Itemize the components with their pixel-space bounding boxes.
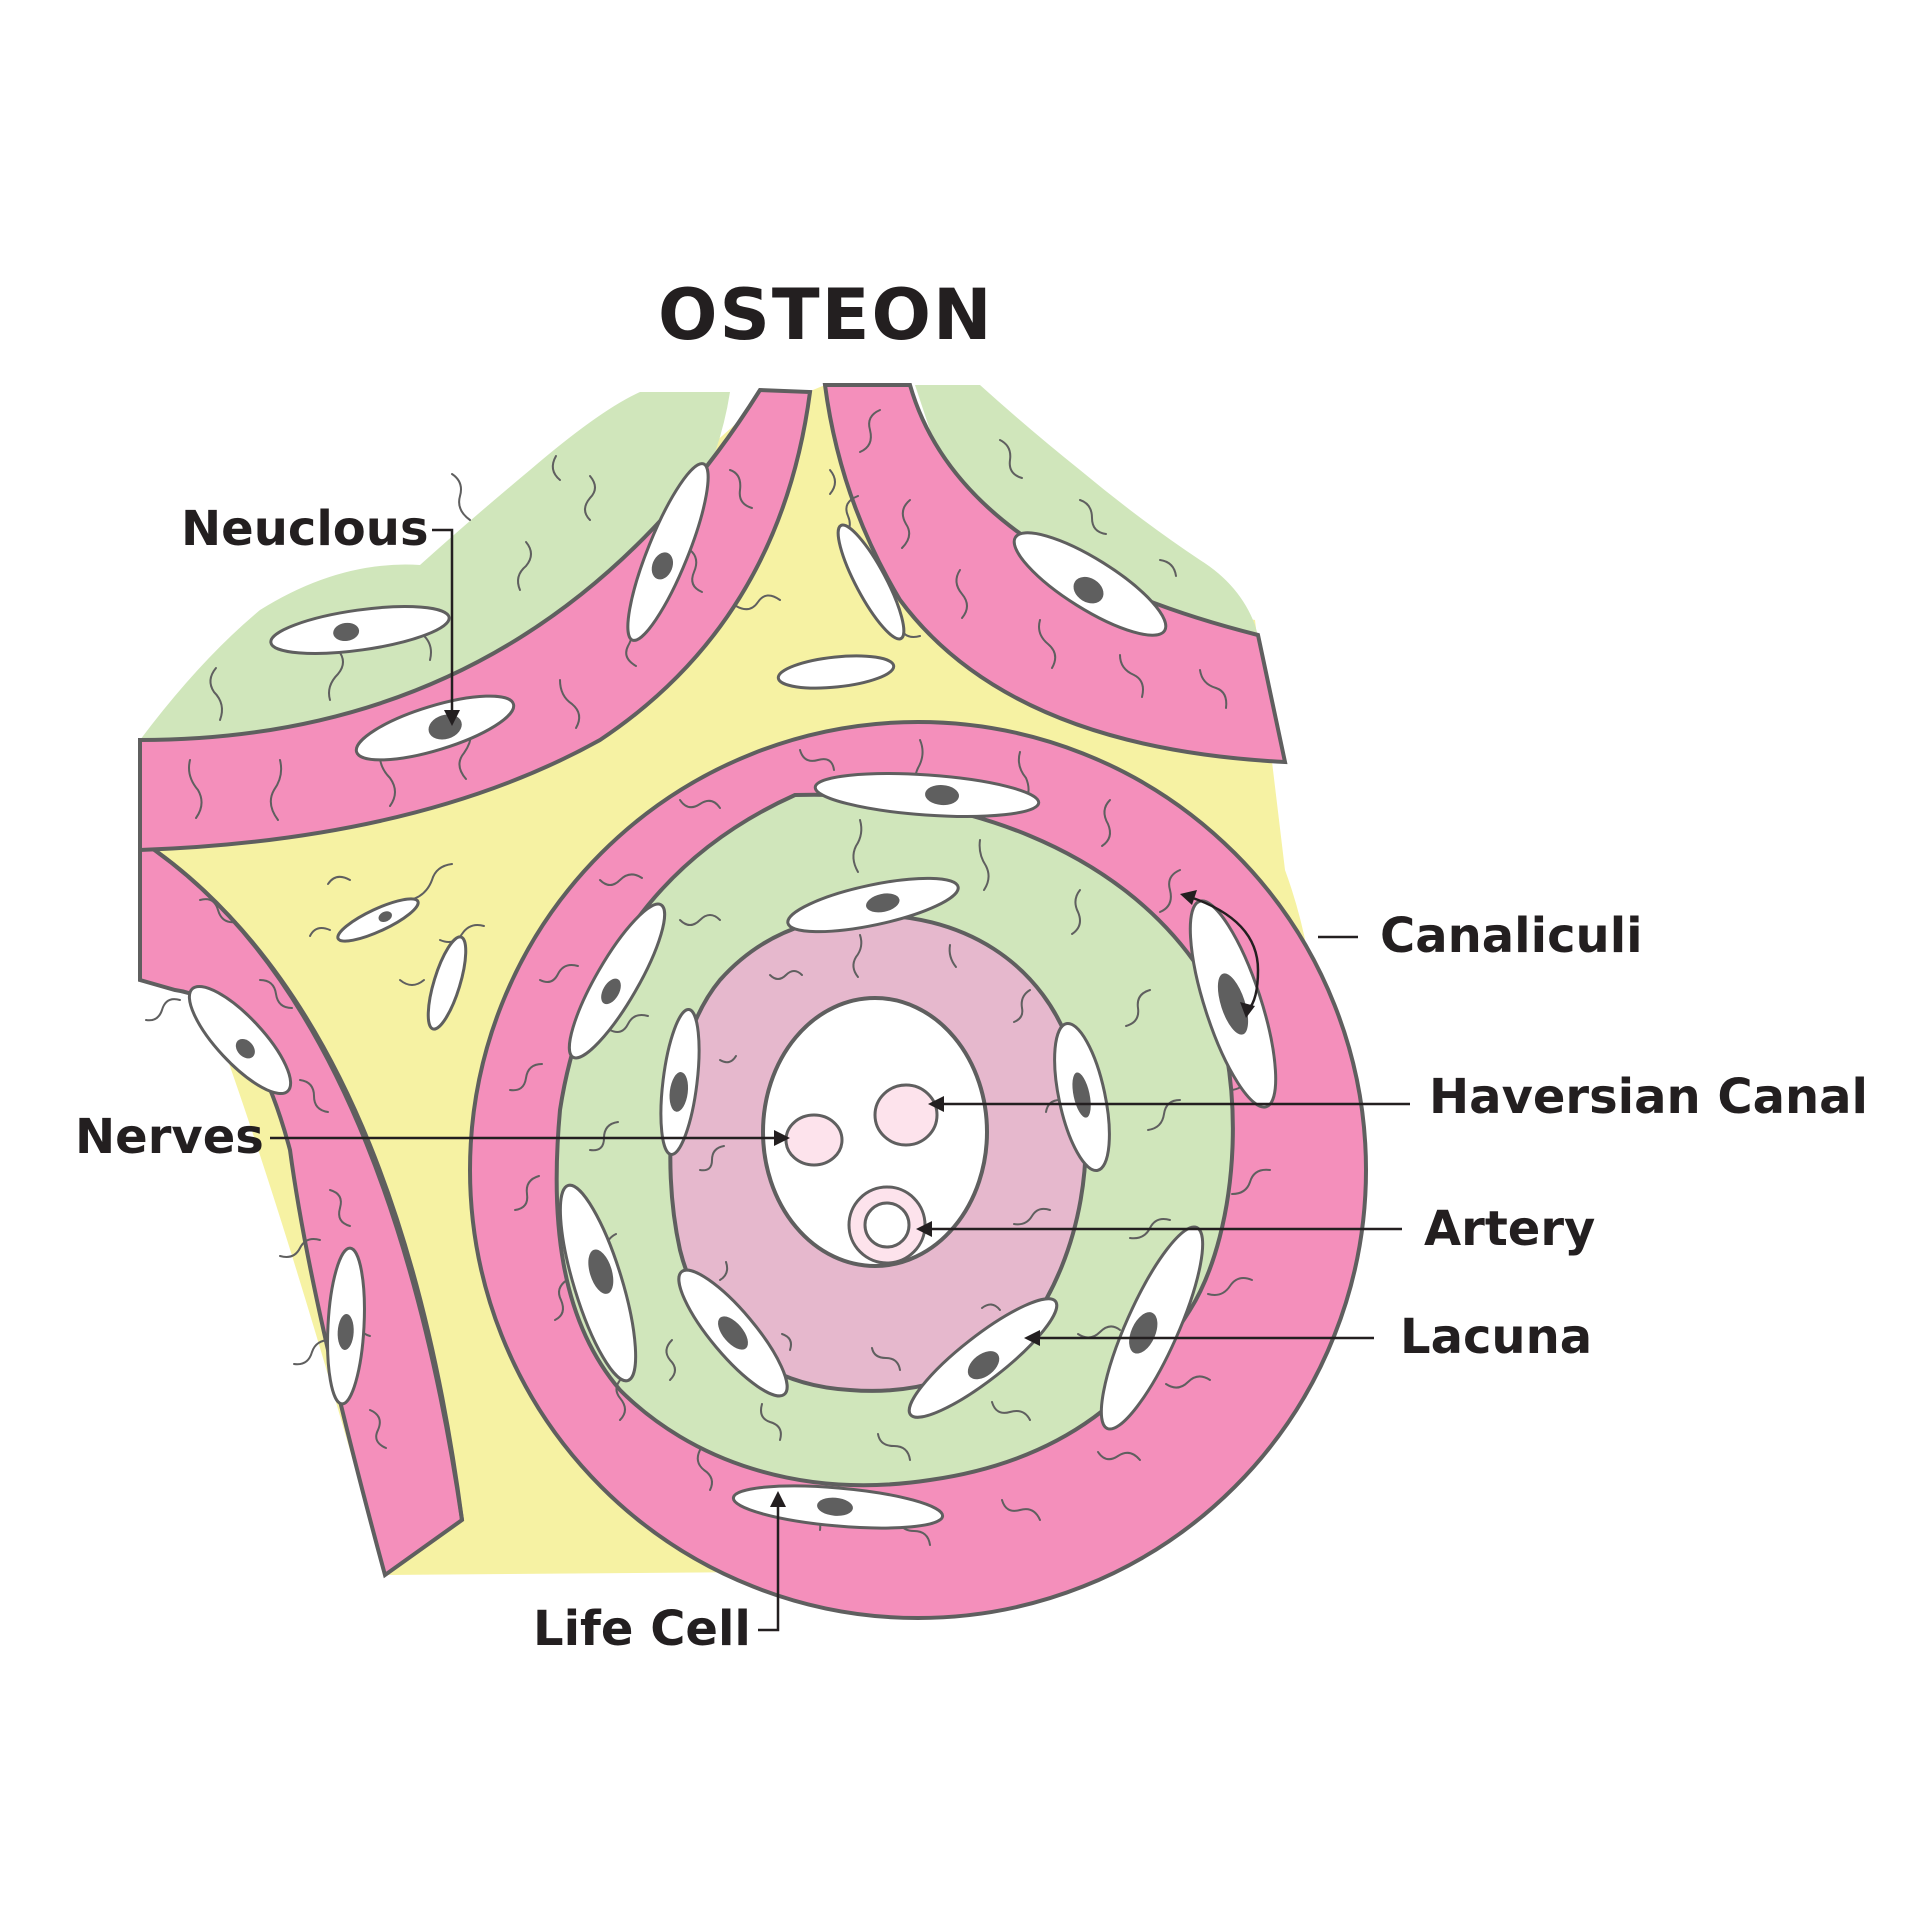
label-haversian-canal: Haversian Canal [1429,1069,1869,1125]
label-life-cell: Life Cell [533,1601,751,1657]
label-nerves: Nerves [75,1109,264,1165]
label-artery: Artery [1424,1201,1596,1257]
arrowheads [444,710,1255,1507]
label-lacuna: Lacuna [1400,1309,1593,1365]
nerve-vessel [784,1113,844,1167]
interstitial-green-top-left [140,392,730,742]
label-canaliculi: Canaliculi [1380,908,1643,964]
haversian-canal [761,996,989,1268]
interstitial-green-top-right [915,385,1262,650]
vein-vessel [873,1083,939,1147]
osteocytes [187,462,1278,1530]
label-neuclous: Neuclous [181,501,429,557]
top-left-osteon-lamella [138,387,813,853]
diagram-title: OSTEON [658,274,994,356]
artery-lumen [863,1201,911,1249]
leader-lines [270,528,1410,1632]
